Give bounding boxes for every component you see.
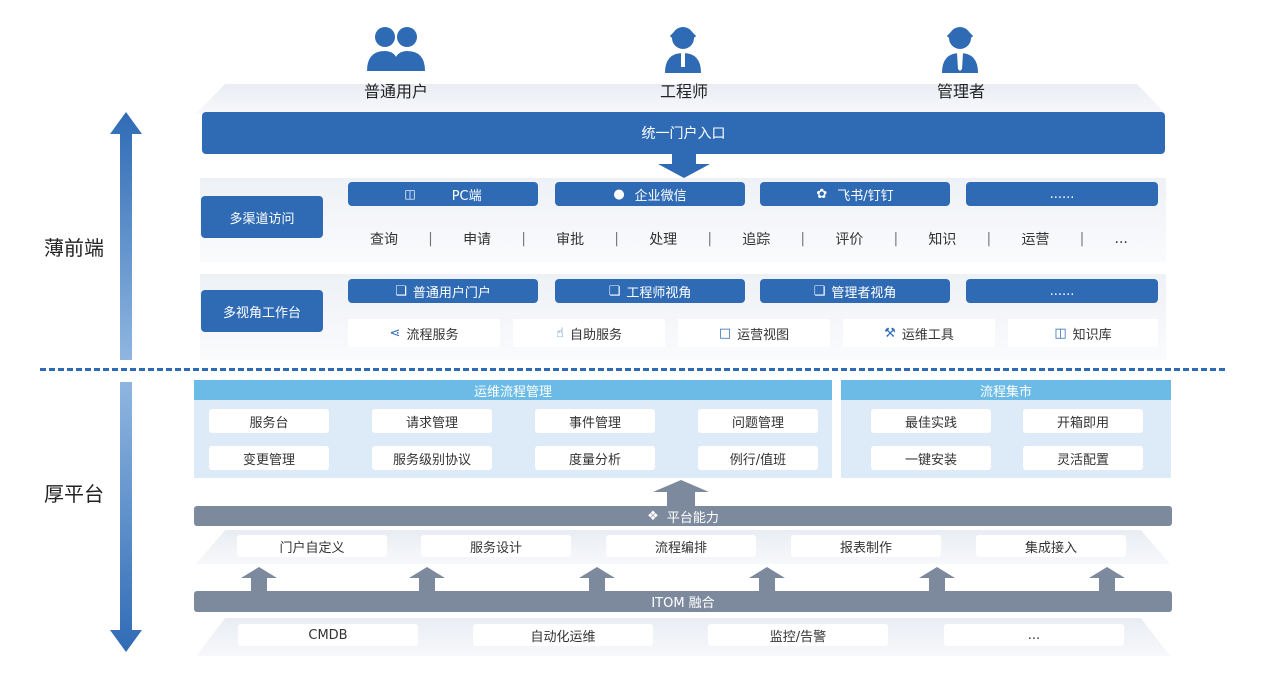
platform-label: 厚平台 — [44, 482, 104, 506]
action-more[interactable]: ... — [1114, 231, 1128, 247]
ops-item[interactable]: 服务台 — [209, 409, 329, 433]
up-arrow-icon — [653, 480, 709, 506]
view-engineer[interactable]: ❏工程师视角 — [555, 279, 745, 303]
role-engineer: 工程师 — [659, 82, 708, 101]
ops-item[interactable]: 变更管理 — [209, 446, 329, 470]
ops-item[interactable]: 度量分析 — [535, 446, 655, 470]
market-item[interactable]: 灵活配置 — [1023, 446, 1143, 470]
itom-item[interactable]: CMDB — [238, 624, 418, 646]
itom-item[interactable]: 监控/告警 — [708, 624, 888, 646]
market-item[interactable]: 最佳实践 — [871, 409, 991, 433]
role-manager: 管理者 — [936, 82, 985, 101]
capability-item[interactable]: 集成接入 — [976, 535, 1126, 557]
market-item[interactable]: 开箱即用 — [1023, 409, 1143, 433]
flow-icon: ⋖ — [389, 325, 401, 341]
layer-divider — [40, 368, 1225, 371]
platform-vertical-arrow — [110, 382, 142, 652]
front-label: 薄前端 — [44, 236, 104, 260]
view-more[interactable]: ...... — [966, 279, 1158, 303]
itom-bar: ITOM 融合 — [194, 591, 1172, 612]
multi-view-label: 多视角工作台 — [201, 290, 323, 332]
action-approve[interactable]: 审批 — [556, 232, 585, 248]
capability-item[interactable]: 报表制作 — [791, 535, 941, 557]
channel-wecom[interactable]: ●企业微信 — [555, 182, 745, 206]
view-user-portal[interactable]: ❏普通用户门户 — [348, 279, 538, 303]
service-knowledge[interactable]: ◫知识库 — [1008, 319, 1158, 347]
service-ops-tool[interactable]: ⚒运维工具 — [843, 319, 995, 347]
ops-item[interactable]: 请求管理 — [372, 409, 492, 433]
channel-more[interactable]: ...... — [966, 182, 1158, 206]
action-knowledge[interactable]: 知识 — [928, 232, 957, 248]
ops-item[interactable]: 问题管理 — [698, 409, 818, 433]
role-user: 普通用户 — [363, 82, 428, 101]
robot-icon: ⚒ — [884, 325, 896, 341]
puzzle-icon: ❖ — [647, 508, 659, 524]
capability-item[interactable]: 流程编排 — [606, 535, 756, 557]
multi-channel-label: 多渠道访问 — [201, 196, 323, 238]
itom-item[interactable]: ... — [944, 624, 1124, 646]
feishu-icon: ✿ — [816, 186, 828, 202]
channel-actions: 查询| 申请| 审批| 处理| 追踪| 评价| 知识| 运营| ... — [370, 231, 1128, 248]
down-arrow-icon — [658, 154, 710, 178]
up-arrow-icon — [919, 567, 955, 591]
capability-item[interactable]: 服务设计 — [421, 535, 571, 557]
up-arrow-icon — [749, 567, 785, 591]
ops-item[interactable]: 例行/值班 — [698, 446, 818, 470]
up-arrow-icon — [241, 567, 277, 591]
ops-item[interactable]: 服务级别协议 — [372, 446, 492, 470]
action-track[interactable]: 追踪 — [742, 232, 771, 248]
ops-process-title: 运维流程管理 — [194, 380, 832, 400]
channel-feishu[interactable]: ✿飞书/钉钉 — [760, 182, 950, 206]
service-self[interactable]: ☝自助服务 — [513, 319, 665, 347]
channel-pc[interactable]: ◫PC端 — [348, 182, 538, 206]
monitor-icon: ◫ — [404, 187, 416, 201]
hand-icon: ☝ — [556, 325, 564, 341]
manager-icon — [942, 27, 978, 73]
front-vertical-arrow — [110, 112, 142, 360]
action-apply[interactable]: 申请 — [463, 232, 492, 248]
user-group-icon — [367, 27, 425, 71]
action-evaluate[interactable]: 评价 — [835, 232, 864, 248]
roles-platform — [196, 84, 1166, 114]
window-icon: ❏ — [813, 283, 826, 299]
itom-item[interactable]: 自动化运维 — [473, 624, 653, 646]
window-icon: ❏ — [608, 283, 621, 299]
action-handle[interactable]: 处理 — [649, 232, 678, 248]
process-market-title: 流程集市 — [841, 380, 1171, 400]
book-icon: ◫ — [1054, 325, 1067, 341]
window-icon: ❏ — [395, 283, 407, 299]
wecom-icon: ● — [613, 186, 625, 202]
unified-portal-bar[interactable]: 统一门户入口 — [202, 112, 1165, 154]
chat-icon: □ — [718, 325, 732, 341]
view-manager[interactable]: ❏管理者视角 — [760, 279, 950, 303]
service-process[interactable]: ⋖流程服务 — [348, 319, 500, 347]
market-item[interactable]: 一键安装 — [871, 446, 991, 470]
platform-capability-bar: ❖平台能力 — [194, 506, 1172, 526]
up-arrow-icon — [579, 567, 615, 591]
up-arrow-icon — [409, 567, 445, 591]
ops-item[interactable]: 事件管理 — [535, 409, 655, 433]
service-ops-view[interactable]: □运营视图 — [678, 319, 830, 347]
engineer-icon — [665, 27, 701, 73]
action-query[interactable]: 查询 — [370, 232, 398, 248]
up-arrow-icon — [1089, 567, 1125, 591]
action-operate[interactable]: 运营 — [1021, 232, 1050, 248]
capability-item[interactable]: 门户自定义 — [237, 535, 387, 557]
